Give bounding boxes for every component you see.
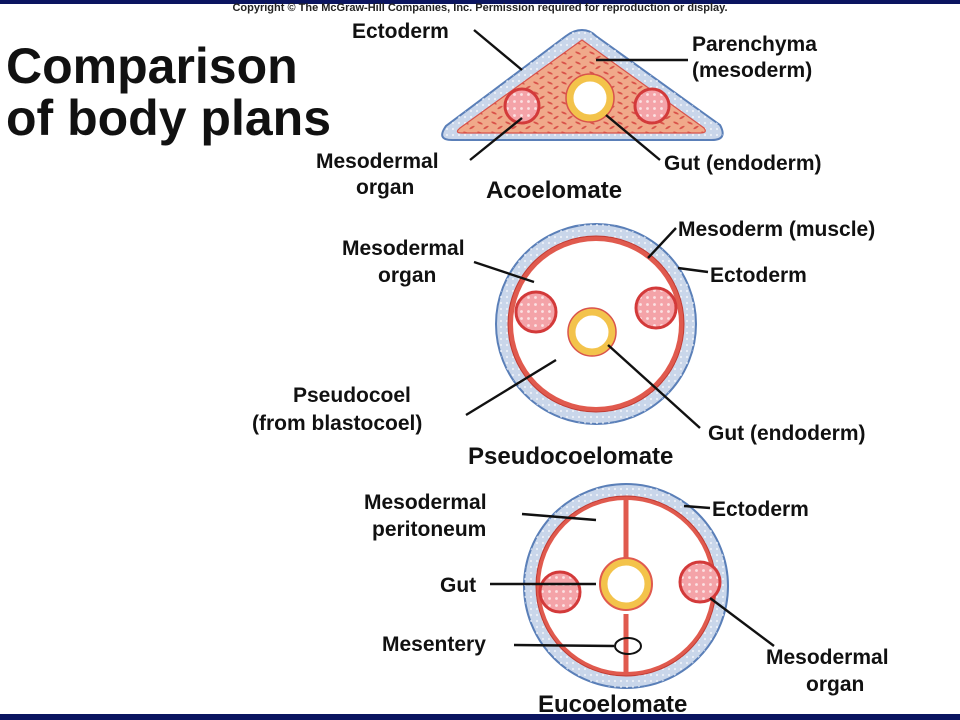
eucoel-organ-left — [538, 570, 582, 614]
acoelomate-organ-right — [633, 87, 671, 125]
eucoelomate-diagram: Mesodermal peritoneum Ectoderm Gut Mesen… — [364, 483, 889, 718]
label-eucoel-gut: Gut — [440, 574, 476, 597]
eucoel-organ-right — [678, 560, 722, 604]
label-eucoel-organ-2: organ — [806, 673, 864, 696]
label-acoel-ectoderm: Ectoderm — [352, 20, 449, 43]
leader-acoel-gut — [605, 114, 661, 161]
leader-pseudo-cavity — [465, 358, 557, 417]
label-pseudo-ectoderm: Ectoderm — [710, 264, 807, 287]
label-eucoel-peritoneum-1: Mesodermal — [364, 491, 487, 514]
acoelomate-diagram: Ectoderm Parenchyma (mesoderm) Mesoderma… — [316, 20, 822, 204]
title-line-1: Comparison — [6, 38, 298, 94]
leader-pseudo-muscle — [647, 227, 677, 259]
top-border — [0, 0, 960, 4]
label-pseudo-organ-1: Mesodermal — [342, 237, 465, 260]
copyright-notice: Copyright © The McGraw-Hill Companies, I… — [232, 2, 728, 14]
acoelomate-title: Acoelomate — [486, 177, 622, 204]
leader-pseudo-ectoderm — [677, 266, 709, 274]
pseudocoelomate-diagram: Mesoderm (muscle) Ectoderm Mesodermal or… — [252, 218, 875, 470]
leader-eucoel-peritoneum — [521, 512, 597, 522]
label-pseudo-gut: Gut (endoderm) — [708, 422, 866, 445]
acoelomate-organ-left — [503, 87, 541, 125]
label-acoel-organ-1: Mesodermal — [316, 150, 439, 173]
eucoelomate-title: Eucoelomate — [538, 691, 687, 718]
acoelomate-gut-outline — [565, 73, 615, 123]
label-pseudo-organ-2: organ — [378, 264, 436, 287]
pseudocoelomate-title: Pseudocoelomate — [468, 443, 673, 470]
title-line-2: of body plans — [6, 90, 331, 146]
leader-eucoel-mesentery — [513, 643, 615, 648]
leader-acoel-ectoderm — [473, 29, 523, 71]
pseudo-organ-right — [634, 286, 678, 330]
leader-acoel-organ — [469, 117, 523, 161]
label-pseudocoel-1: Pseudocoel — [293, 384, 411, 407]
label-acoel-gut: Gut (endoderm) — [664, 152, 822, 175]
leader-pseudo-gut — [607, 344, 701, 429]
acoelomate-gut — [566, 74, 614, 122]
pseudo-gut-outline — [567, 307, 617, 357]
label-acoel-organ-2: organ — [356, 176, 414, 199]
leader-eucoel-organ — [709, 597, 775, 647]
label-eucoel-ectoderm: Ectoderm — [712, 498, 809, 521]
leader-pseudo-organ — [473, 260, 535, 284]
bottom-border — [0, 714, 960, 720]
label-pseudo-mesoderm: Mesoderm (muscle) — [678, 218, 875, 241]
label-pseudocoel-2: (from blastocoel) — [252, 412, 422, 435]
label-acoel-parenchyma-1: Parenchyma — [692, 33, 817, 56]
label-acoel-parenchyma-2: (mesoderm) — [692, 59, 812, 82]
label-eucoel-mesentery: Mesentery — [382, 633, 486, 656]
pseudo-organ-left — [514, 290, 558, 334]
label-eucoel-peritoneum-2: peritoneum — [372, 518, 486, 541]
label-eucoel-organ-1: Mesodermal — [766, 646, 889, 669]
pseudo-gut — [568, 308, 616, 356]
eucoel-gut — [600, 558, 652, 610]
eucoel-gut-outline — [599, 557, 653, 611]
leader-eucoel-ectoderm — [683, 504, 711, 510]
slide-title: Comparison of body plans — [6, 40, 331, 144]
mesentery-marker — [614, 637, 642, 655]
